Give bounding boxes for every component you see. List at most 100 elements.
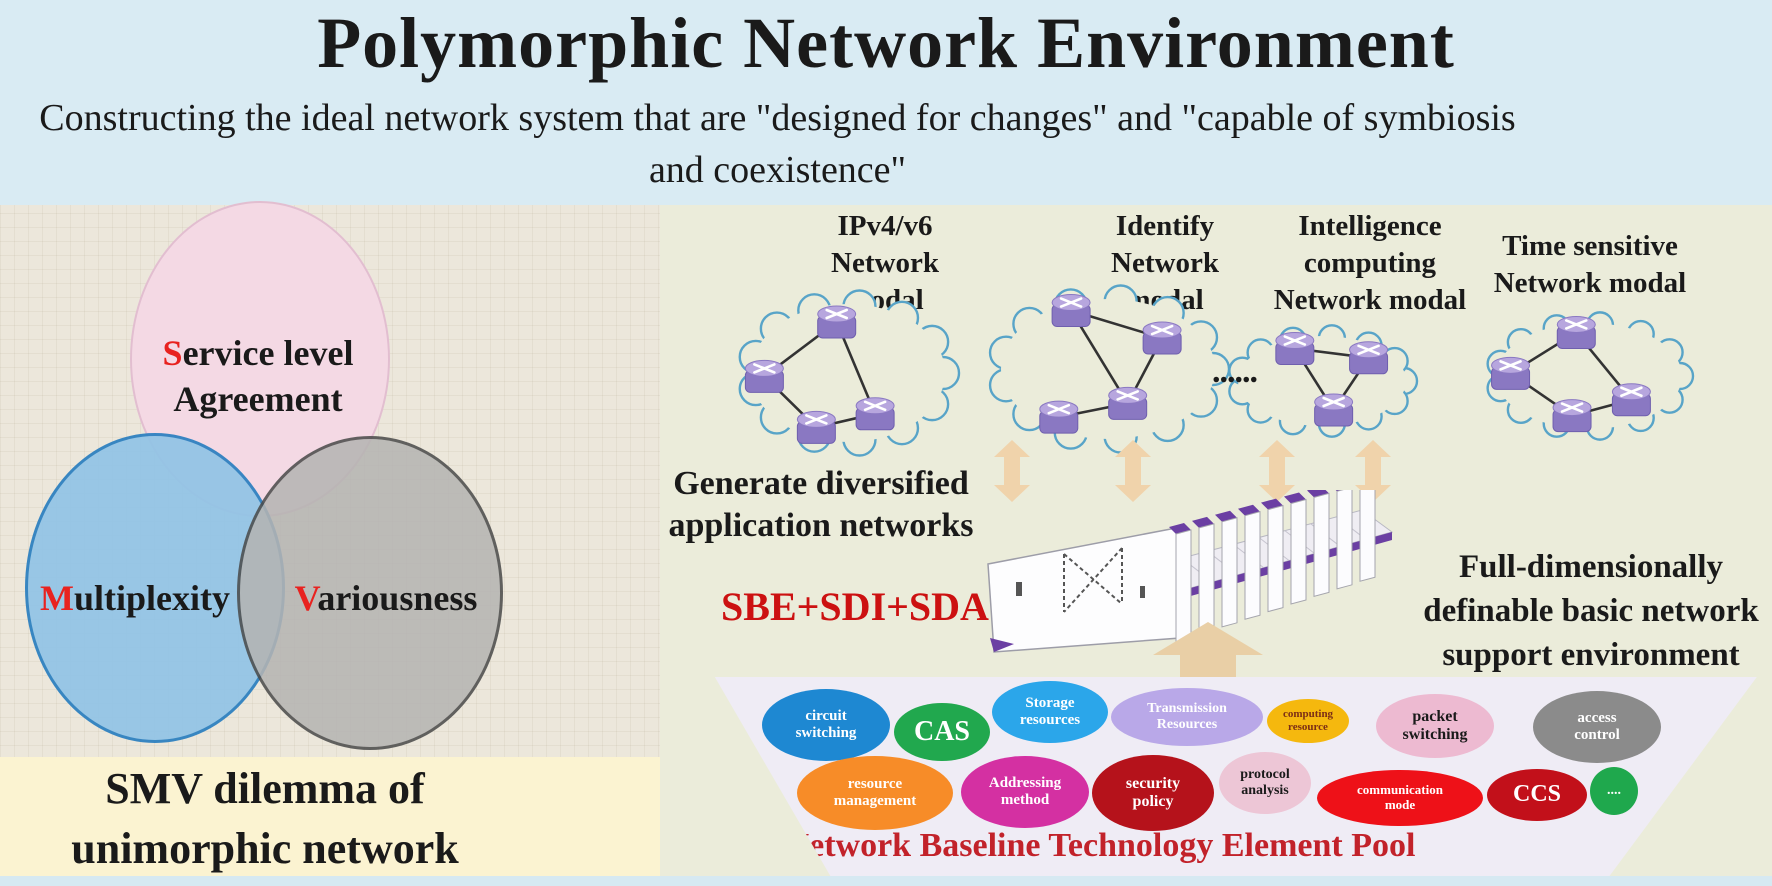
banner: Polymorphic Network Environment Construc… (0, 0, 1772, 205)
modal-label-line: Network modal (1273, 284, 1467, 316)
router-icon (1108, 386, 1148, 420)
modal-label-line: Network (1111, 247, 1219, 279)
router-icon (817, 305, 857, 339)
subtitle-line-2: and coexistence" (648, 149, 907, 191)
full-dimensionally-label: Full-dimensionally definable basic netwo… (1410, 545, 1772, 677)
pool-element-label: circuit (805, 707, 847, 724)
fulldim-line-2: definable basic network (1423, 593, 1759, 629)
venn-label-multiplexity: Multiplexity (35, 575, 235, 621)
modal-label-line: computing (1303, 247, 1437, 279)
pool-element-label: Transmission (1147, 700, 1227, 716)
router-icon (1275, 332, 1315, 366)
router-icon (796, 410, 836, 444)
generate-line-1: Generate diversified (673, 465, 969, 502)
router-icon (1552, 399, 1592, 433)
label-text: Agreement (173, 379, 343, 419)
ellipsis-between-clouds: ...... (1212, 353, 1258, 390)
red-initial-s: S (162, 333, 183, 373)
modal-label-line: IPv4/v6 (837, 210, 933, 242)
up-arrow-icon (1148, 622, 1268, 687)
cloud-ipv4-v6-network (738, 289, 961, 457)
cloud-identify-network (988, 284, 1231, 454)
pool-element-label: access (1577, 709, 1617, 726)
bottom-strip (0, 876, 1772, 886)
pool-element-label: control (1574, 727, 1620, 743)
pool-element-label: switching (1402, 726, 1468, 743)
bidirectional-arrow-icon (1353, 440, 1393, 507)
red-initial-v: V (294, 578, 318, 618)
bidirectional-arrow-icon (1257, 440, 1297, 507)
switch-fabric-illustration (987, 490, 1394, 653)
smv-venn-panel: Service level Agreement Multiplexity Var… (0, 201, 660, 886)
pool-element-label: CAS (913, 715, 970, 747)
modal-label-line: Network (831, 247, 939, 279)
cloud-intelligence-computing-network (1228, 324, 1419, 438)
pool-element-label: method (1000, 792, 1050, 808)
pool-element-label: management (833, 793, 917, 809)
router-icon (744, 359, 784, 393)
sbe-sdi-sda-label: SBE+SDI+SDA (721, 584, 989, 629)
pool-element-label: resource (1288, 721, 1328, 733)
label-text: ariousness (317, 578, 478, 618)
router-icon (855, 397, 895, 431)
router-icon (1142, 321, 1182, 355)
subtitle-line-1: Constructing the ideal network system th… (39, 97, 1516, 139)
pool-element-label: switching (795, 725, 857, 741)
cloud-time-sensitive-network (1486, 311, 1695, 441)
pool-element-label: mode (1384, 797, 1416, 812)
pool-element-label: .... (1607, 782, 1621, 798)
pool-element-label: resources (1019, 712, 1081, 728)
pool-element-label: Resources (1156, 717, 1218, 732)
pool-element-label: computing (1282, 708, 1334, 721)
pool-element-cas: CAS (894, 703, 990, 761)
red-initial-m: M (40, 578, 74, 618)
pool-element-label: CCS (1512, 781, 1561, 808)
generate-line-2: application networks (668, 507, 974, 544)
pool-element-label: Addressing (988, 774, 1062, 791)
bidirectional-arrow-icon (1113, 440, 1153, 507)
page-subtitle: Constructing the ideal network system th… (0, 92, 1555, 196)
modal-label-line: Intelligence (1298, 210, 1442, 242)
modal-label-line: Identify (1115, 210, 1215, 242)
pool-element-ccs: CCS (1487, 769, 1587, 821)
pool-element-label: resource (847, 775, 903, 792)
pool-element-label: policy (1132, 793, 1174, 810)
modal-label-line: Network modal (1493, 267, 1687, 299)
venn-circle-variousness (237, 436, 503, 750)
polymorphic-network-panel: IPv4/v6NetworkmodalIdentifyNetworkmodalI… (660, 205, 1772, 886)
router-icon (1314, 393, 1354, 427)
caption-line-1: SMV dilemma of (105, 764, 425, 813)
label-text: ultiplexity (73, 578, 230, 618)
pool-element-label: analysis (1241, 783, 1289, 798)
pool-element-: .... (1590, 767, 1638, 815)
pool-title: Network Baseline Technology Element Pool (784, 827, 1416, 864)
pool-element-label: packet (1412, 707, 1458, 725)
router-icon (1556, 315, 1596, 349)
smv-dilemma-caption: SMV dilemma of unimorphic network system… (0, 757, 660, 886)
bidirectional-arrow-icon (992, 440, 1032, 507)
router-icon (1491, 356, 1531, 390)
router-icon (1039, 400, 1079, 434)
pool-element-label: communication (1357, 782, 1443, 798)
fulldim-line-3: support environment (1442, 637, 1740, 673)
pool-element-label: protocol (1240, 766, 1290, 782)
pool-element-label: Storage (1025, 694, 1075, 711)
venn-label-service-level-agreement: Service level Agreement (128, 330, 388, 422)
page-title: Polymorphic Network Environment (317, 3, 1455, 83)
fulldim-line-1: Full-dimensionally (1458, 549, 1724, 585)
